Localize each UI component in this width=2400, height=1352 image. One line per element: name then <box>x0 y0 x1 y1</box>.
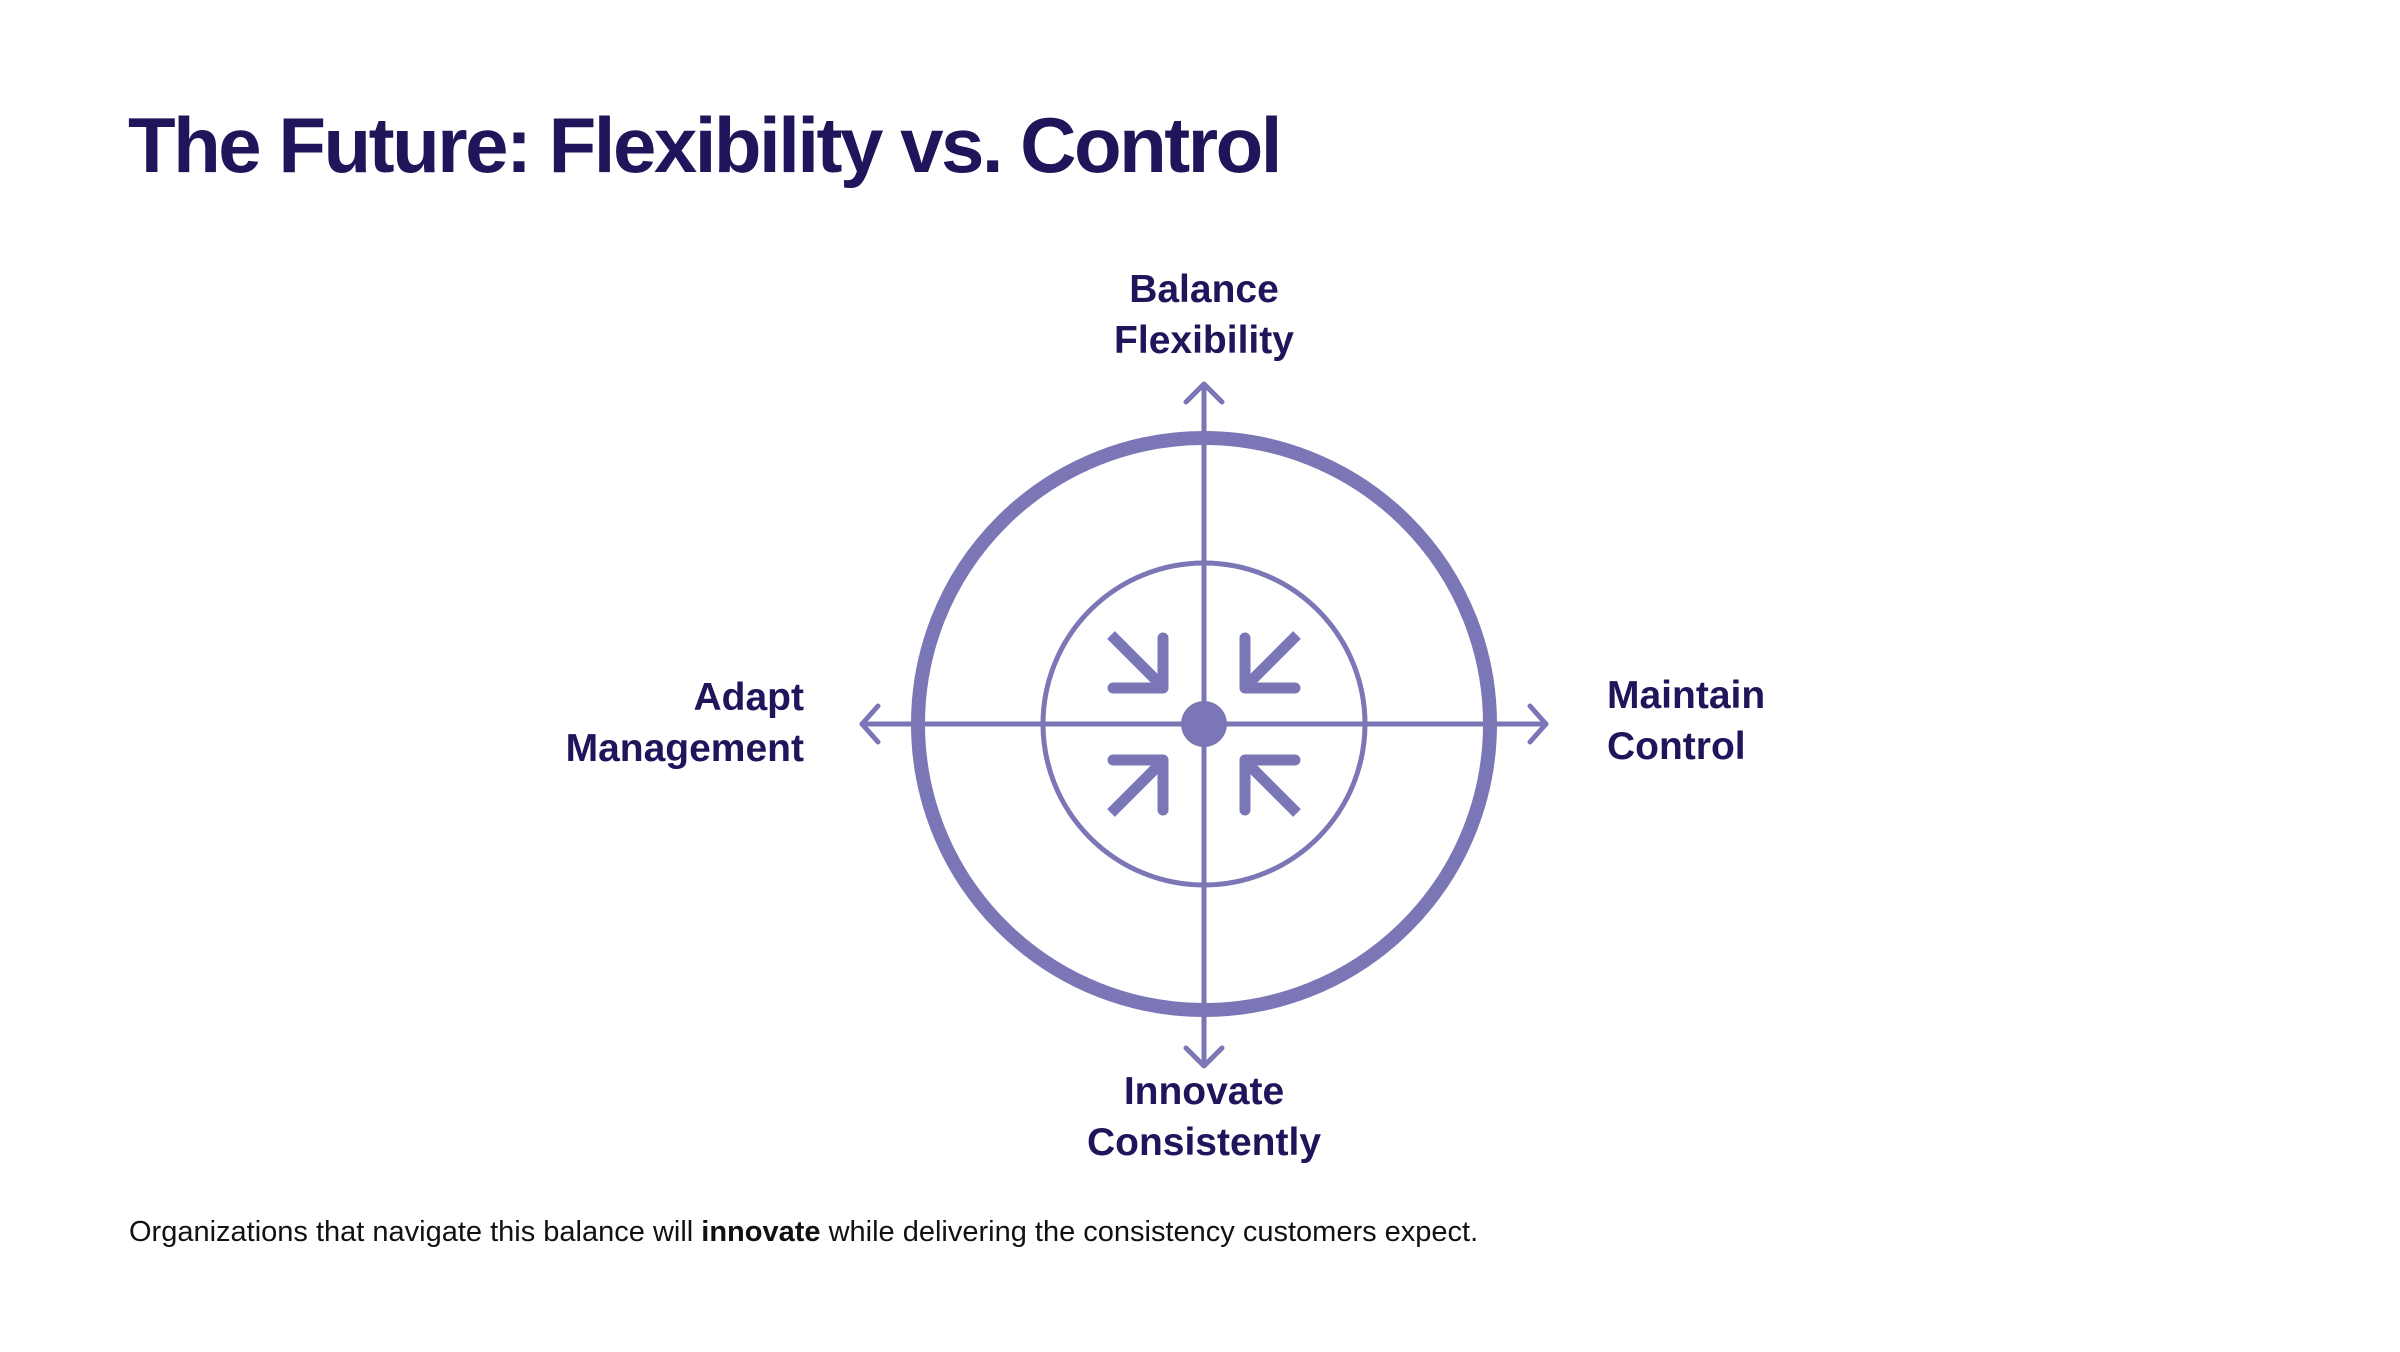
arrow-in-bottom-right-icon <box>1239 754 1301 817</box>
label-innovate-consistently: Innovate Consistently <box>1054 1066 1354 1168</box>
label-line: Innovate <box>1123 1070 1285 1113</box>
footer-text: Organizations that navigate this balance… <box>129 1216 1478 1249</box>
label-line: Balance <box>1129 268 1279 311</box>
footer-text-start: Organizations that navigate this balance… <box>129 1216 702 1248</box>
arrow-down-icon <box>1183 1045 1225 1069</box>
arrow-left-icon <box>859 703 881 745</box>
page-title: The Future: Flexibility vs. Control <box>128 101 1282 189</box>
label-line: Management <box>565 727 804 770</box>
label-line: Control <box>1607 725 1746 768</box>
converge-arrows-icon <box>1107 631 1301 817</box>
label-line: Flexibility <box>1114 319 1294 362</box>
arrow-right-icon <box>1527 703 1549 745</box>
footer-text-end: while delivering the consistency custome… <box>820 1216 1479 1248</box>
arrow-in-top-left-icon <box>1107 631 1169 694</box>
label-maintain-control: Maintain Control <box>1607 670 1765 772</box>
footer-emphasis: innovate <box>701 1216 821 1248</box>
arrow-in-bottom-left-icon <box>1107 754 1169 817</box>
arrow-in-top-right-icon <box>1239 631 1301 694</box>
label-line: Consistently <box>1086 1121 1322 1164</box>
center-dot <box>1181 701 1227 747</box>
label-line: Maintain <box>1607 674 1766 717</box>
label-adapt-management: Adapt Management <box>566 672 804 774</box>
arrow-up-icon <box>1183 381 1225 405</box>
label-balance-flexibility: Balance Flexibility <box>1104 264 1304 366</box>
label-line: Adapt <box>693 676 805 719</box>
